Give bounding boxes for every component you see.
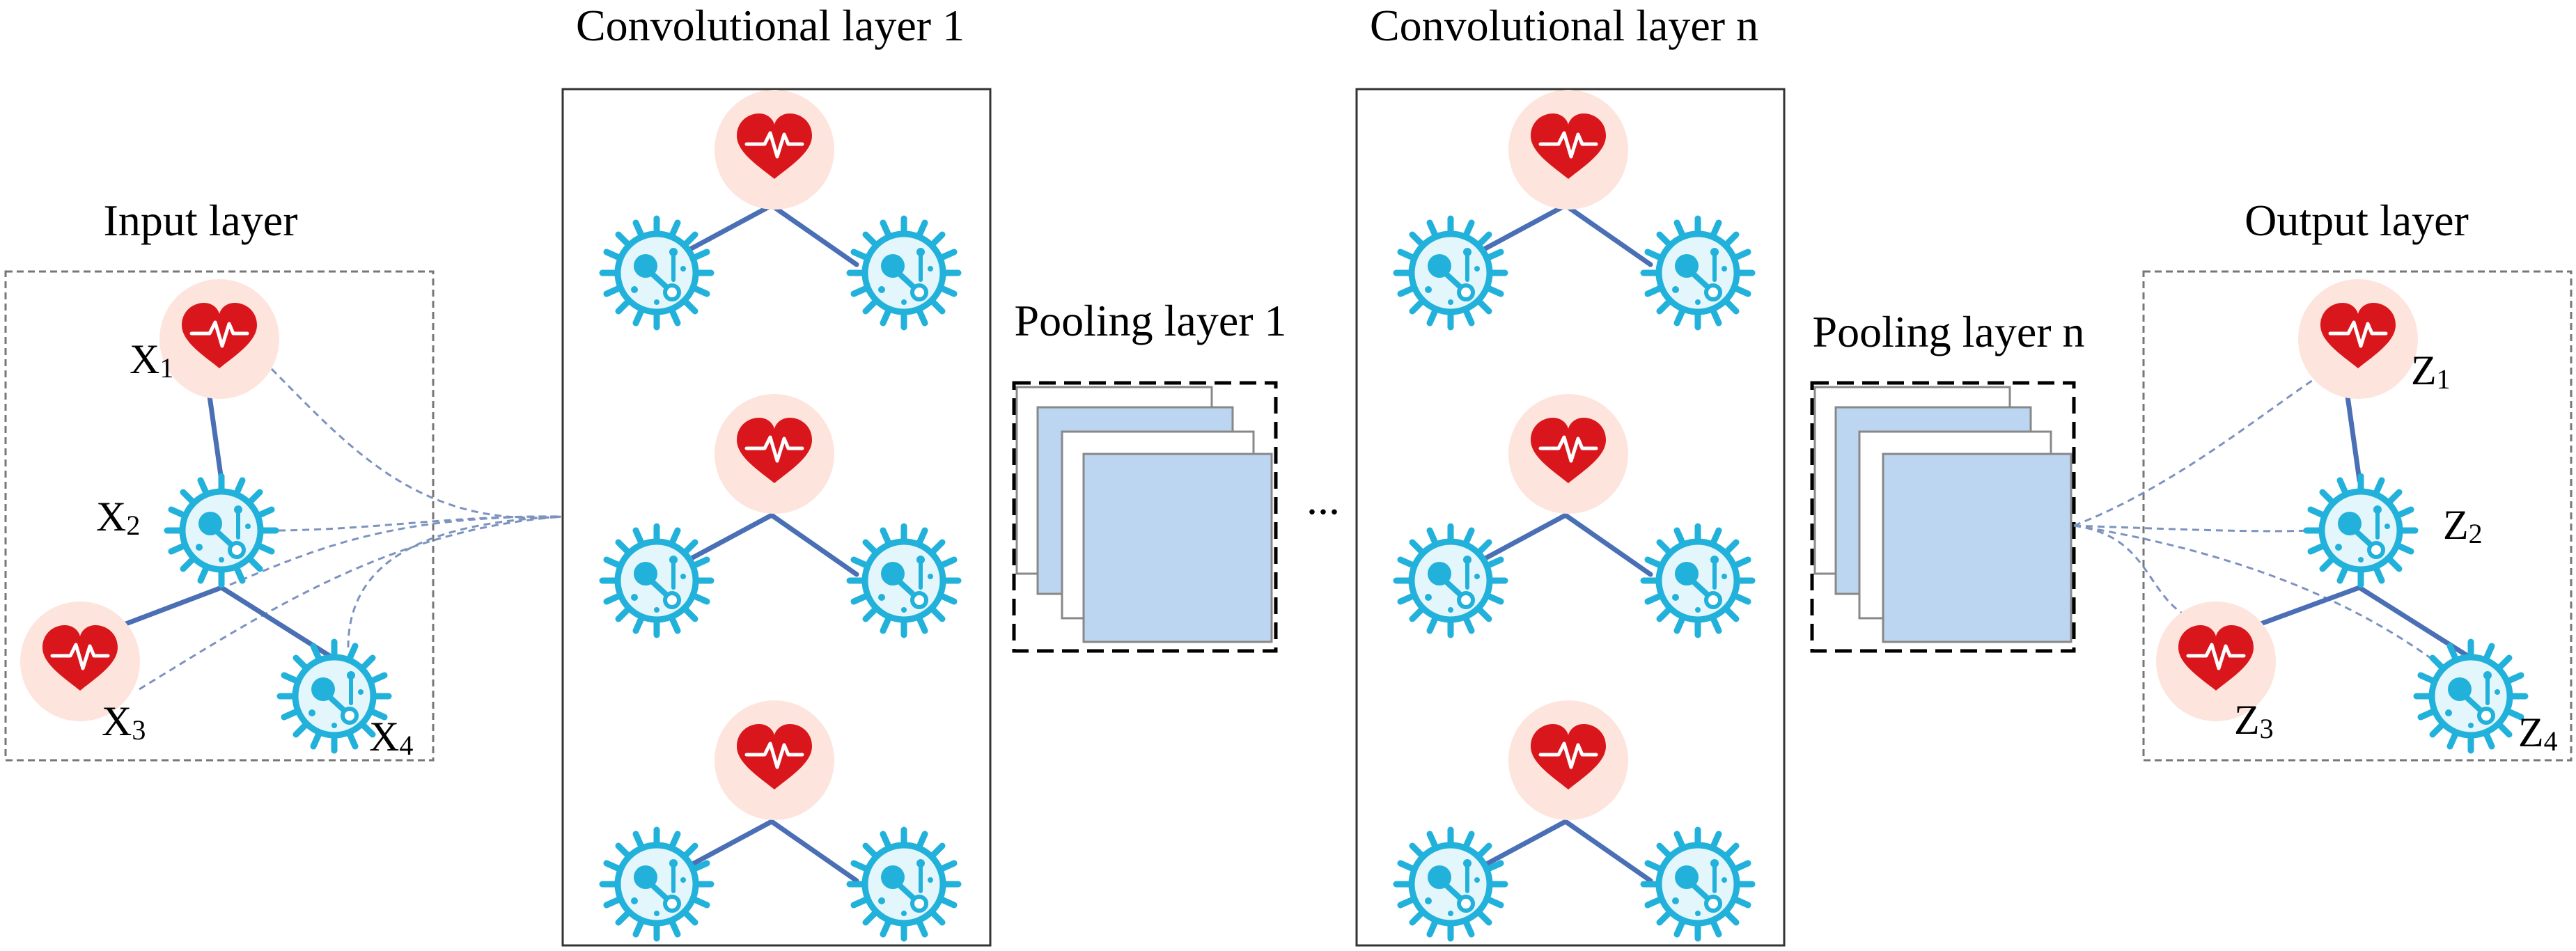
conv-layer-n-title: Convolutional layer n — [1370, 1, 1758, 50]
pooling-layer-n-title: Pooling layer n — [1812, 307, 2084, 356]
virus-icon — [1396, 219, 1505, 327]
output-layer: Z1 Z2 Z3 Z4 — [2073, 270, 2573, 762]
input-node-label: X1 — [130, 336, 173, 384]
virus-icon — [850, 219, 958, 327]
heart-icon — [1508, 700, 1628, 820]
output-node-label: Z2 — [2443, 502, 2483, 549]
virus-icon — [1396, 830, 1505, 938]
virus-icon — [1644, 830, 1752, 938]
output-node-label: Z4 — [2518, 709, 2558, 757]
conv-layer-n — [1355, 88, 1786, 947]
virus-icon — [1644, 526, 1752, 635]
virus-icon — [1644, 219, 1752, 327]
virus-icon — [602, 219, 711, 327]
input-node-label: X2 — [96, 494, 140, 541]
heart-icon — [1508, 90, 1628, 210]
pooling-layer-n — [1810, 381, 2076, 653]
virus-icon — [602, 830, 711, 938]
input-layer-title: Input layer — [104, 196, 298, 245]
heart-icon — [2298, 279, 2418, 399]
heart-icon — [715, 90, 834, 210]
virus-icon — [1396, 526, 1505, 635]
virus-icon — [2306, 476, 2415, 585]
input-node-label: X4 — [369, 714, 413, 761]
output-node-label: Z1 — [2411, 347, 2451, 395]
virus-icon — [602, 526, 711, 635]
ellipsis: ... — [1306, 474, 1340, 524]
input-layer: X1 X2 X3 X4 — [4, 270, 563, 762]
pooling-layer-1 — [1012, 381, 1278, 653]
pooling-layer-1-title: Pooling layer 1 — [1014, 296, 1286, 345]
heart-icon — [715, 700, 834, 820]
virus-icon — [2417, 642, 2525, 750]
conv-layer-1 — [561, 88, 992, 947]
heart-icon — [159, 279, 279, 399]
virus-icon — [850, 830, 958, 938]
conv-layer-1-title: Convolutional layer 1 — [576, 1, 965, 50]
heart-icon — [715, 394, 834, 514]
heart-icon — [1508, 394, 1628, 514]
input-node-label: X3 — [102, 698, 146, 746]
virus-icon — [850, 526, 958, 635]
virus-icon — [167, 476, 276, 585]
output-layer-title: Output layer — [2245, 196, 2469, 245]
output-node-label: Z3 — [2234, 697, 2274, 744]
